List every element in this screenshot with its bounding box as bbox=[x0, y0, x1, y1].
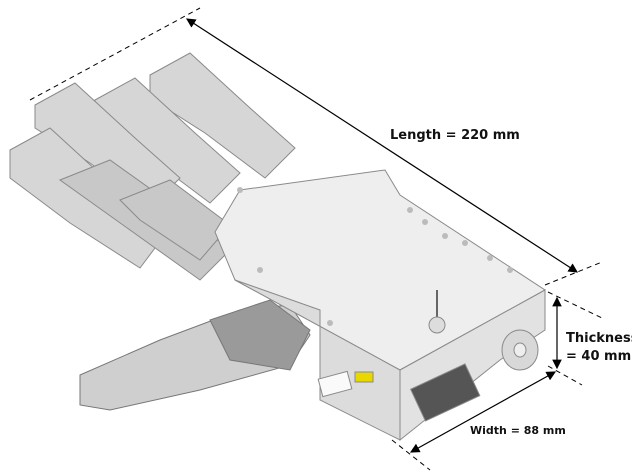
indicator-light bbox=[354, 371, 374, 383]
width-label: Width = 88 mm bbox=[470, 424, 566, 437]
length-arrow bbox=[185, 18, 579, 273]
thickness-label-line2: = 40 mm bbox=[566, 349, 632, 364]
extension-lines bbox=[29, 7, 603, 471]
thickness-label: Thickness = 40 mm bbox=[566, 330, 632, 366]
length-label: Length = 220 mm bbox=[390, 128, 520, 143]
thickness-label-line1: Thickness bbox=[566, 331, 632, 346]
width-arrow bbox=[409, 371, 557, 453]
dimension-arrows bbox=[185, 18, 579, 453]
thumb bbox=[79, 299, 311, 411]
